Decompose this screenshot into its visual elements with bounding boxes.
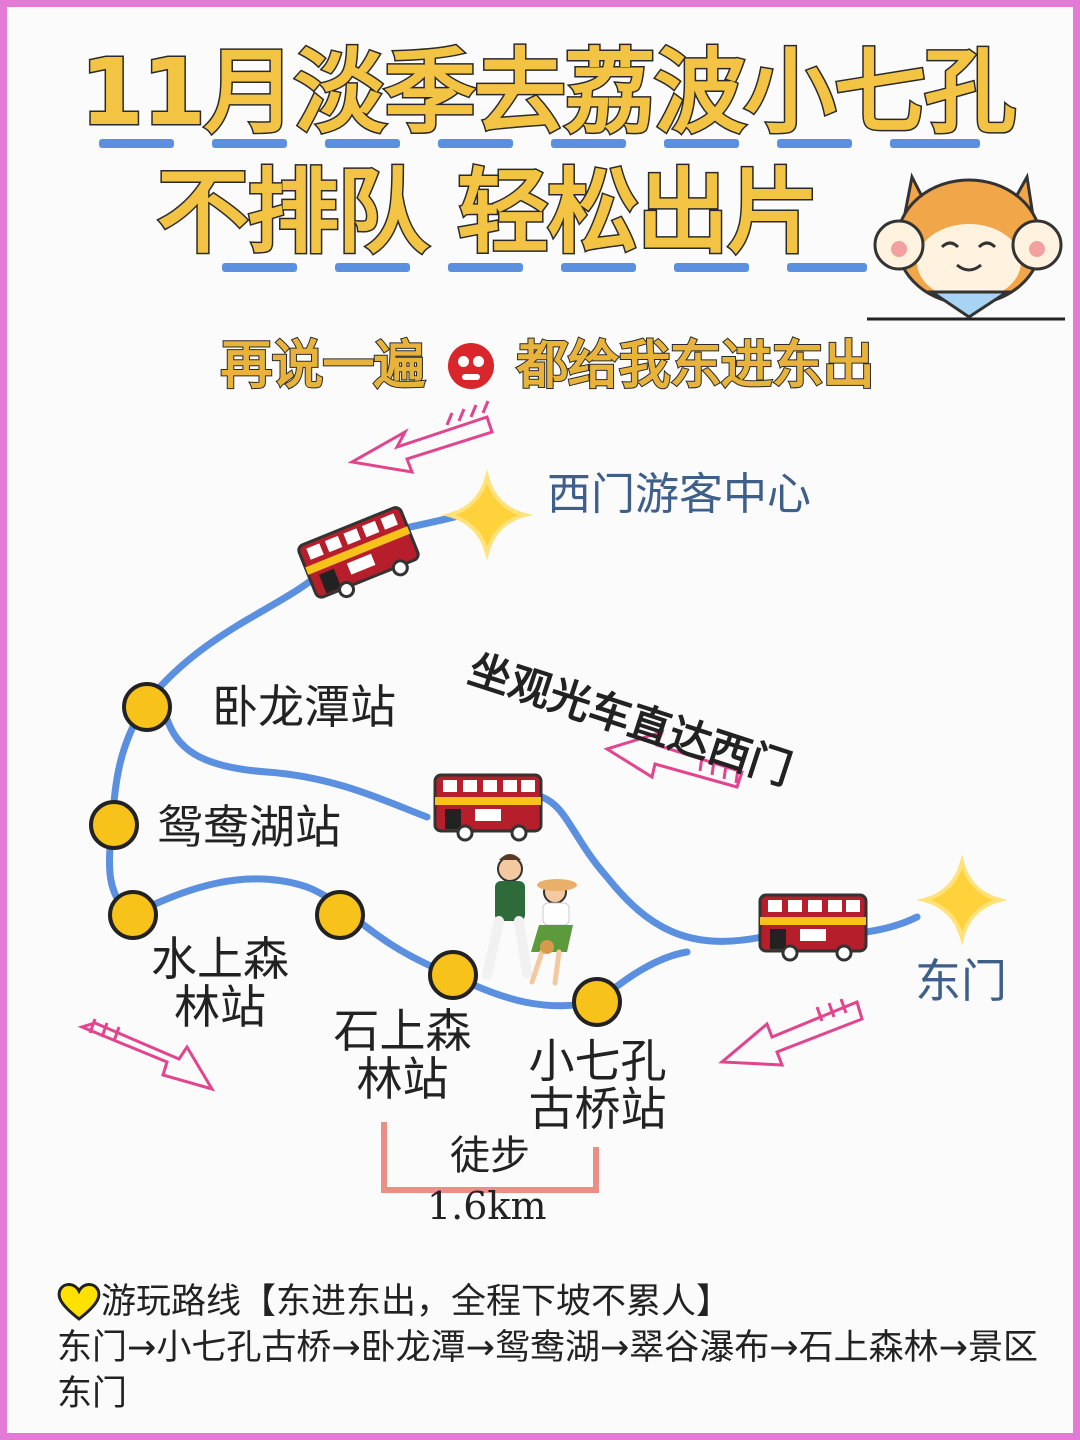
title-underline-dash <box>335 263 410 272</box>
station-dot <box>108 890 158 940</box>
sightseeing-bus-icon <box>433 773 543 842</box>
sightseeing-bus-icon <box>758 893 868 962</box>
title-underline-dash <box>325 139 400 148</box>
route-text: 东门→小七孔古桥→卧龙潭→鸳鸯湖→翠谷瀑布→石上森林→景区东门 <box>57 1328 1038 1414</box>
subtitle: 再说一遍 都给我东进东出 <box>7 323 1073 398</box>
station-label-shishang: 石上森林站 <box>333 1004 472 1107</box>
subtitle-left: 再说一遍 <box>219 335 426 397</box>
station-label-yuanyanghu: 鸳鸯湖站 <box>157 800 341 854</box>
title-underline-dash <box>212 139 287 148</box>
station-label-xiaoqikong: 小七孔古桥站 <box>528 1034 667 1137</box>
station-dot <box>572 977 622 1027</box>
couple-illustration-icon <box>482 854 577 986</box>
west-gate-label: 西门游客中心 <box>547 469 811 520</box>
east-gate-star-icon <box>916 854 1008 946</box>
station-markers <box>89 682 622 1027</box>
station-dot <box>428 950 478 1000</box>
walk-label: 徒步 <box>450 1133 530 1179</box>
direction-arrow-icon <box>77 1018 216 1092</box>
west-gate-star-icon <box>441 469 533 561</box>
direction-arrow-icon <box>603 729 744 789</box>
title-underline-dash <box>664 139 739 148</box>
sightseeing-bus-icon <box>297 506 420 599</box>
station-dot <box>89 800 139 850</box>
title-underline-dash <box>777 139 852 148</box>
direction-arrow-icon <box>718 998 864 1067</box>
subtitle-right: 都给我东进东出 <box>516 335 876 397</box>
route-map <box>77 172 1065 1193</box>
station-label-wolongtan: 卧龙潭站 <box>212 680 396 734</box>
title-underline-dash <box>448 263 523 272</box>
title-underline-dash <box>551 139 626 148</box>
title-line-2: 不排队 轻松出片 <box>155 159 820 266</box>
yellow-heart-icon <box>57 1283 101 1321</box>
east-gate-label: 东门 <box>915 954 1007 1008</box>
title-underline-dash <box>674 263 749 272</box>
walk-bracket <box>381 1122 599 1193</box>
direction-arrow-icon <box>347 400 494 474</box>
title-underline-dash <box>222 263 297 272</box>
title-underline-dash <box>438 139 513 148</box>
cat-mascot-icon <box>867 172 1065 321</box>
title-line-1: 11月淡季去荔波小七孔 <box>78 39 1017 146</box>
title-underline-dash <box>890 139 980 148</box>
station-label-shuishang: 水上森林站 <box>151 932 289 1035</box>
route-heading: 游玩路线【东进东出，全程下坡不累人】 <box>57 1279 1067 1325</box>
title-underline-dash <box>561 263 636 272</box>
route-heading-text: 游玩路线【东进东出，全程下坡不累人】 <box>101 1282 732 1322</box>
route-summary: 游玩路线【东进东出，全程下坡不累人】 东门→小七孔古桥→卧龙潭→鸳鸯湖→翠谷瀑布… <box>57 1279 1067 1417</box>
title-underline-dash <box>99 139 174 148</box>
title-underline-dash <box>787 263 867 272</box>
walk-distance: 1.6km <box>427 1184 547 1228</box>
station-dot <box>122 682 172 732</box>
angry-face-icon <box>447 343 494 389</box>
station-dot <box>315 890 365 940</box>
